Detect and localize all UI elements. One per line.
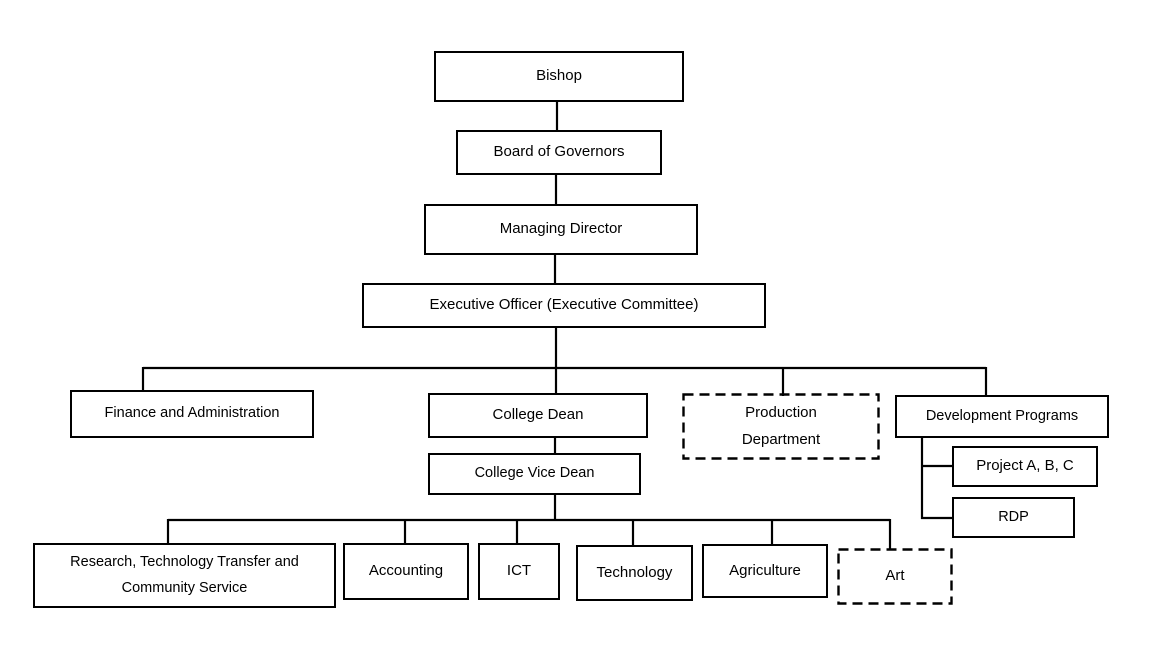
node-ict: ICT — [478, 543, 560, 600]
node-accounting: Accounting — [343, 543, 469, 600]
node-college-vice-dean: College Vice Dean — [428, 453, 641, 495]
node-production-department: Production Department — [741, 404, 821, 448]
node-college-dean: College Dean — [428, 393, 648, 438]
node-art: Art — [885, 567, 905, 585]
node-managing-director: Managing Director — [424, 204, 698, 255]
node-development-programs: Development Programs — [895, 395, 1109, 438]
production-department-dashed-border — [682, 393, 880, 460]
node-rdp: RDP — [952, 497, 1075, 538]
node-bishop: Bishop — [434, 51, 684, 102]
node-executive-officer: Executive Officer (Executive Committee) — [362, 283, 766, 328]
art-dashed-border — [837, 548, 953, 605]
node-finance-and-administration: Finance and Administration — [70, 390, 314, 438]
node-project-abc: Project A, B, C — [952, 446, 1098, 487]
node-board-of-governors: Board of Governors — [456, 130, 662, 175]
node-research-technology-community-service: Research, Technology Transfer and Commun… — [33, 543, 336, 608]
node-technology: Technology — [576, 545, 693, 601]
node-agriculture: Agriculture — [702, 544, 828, 598]
